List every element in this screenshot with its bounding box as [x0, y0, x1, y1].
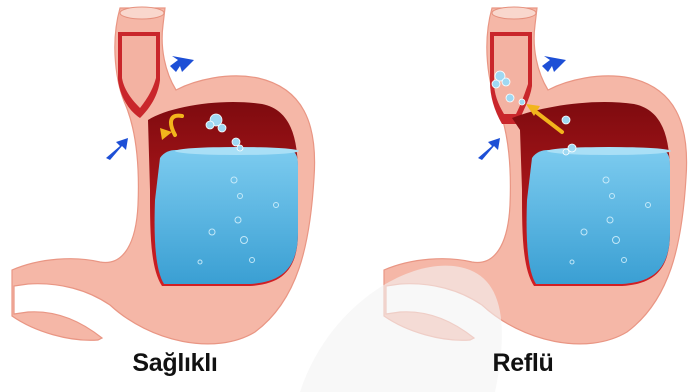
gastric-liquid [527, 150, 670, 284]
reflux-caption: Reflü [423, 349, 623, 378]
gastric-liquid [155, 150, 298, 284]
healthy-caption: Sağlıklı [75, 349, 275, 378]
healthy-stomach [12, 7, 315, 344]
